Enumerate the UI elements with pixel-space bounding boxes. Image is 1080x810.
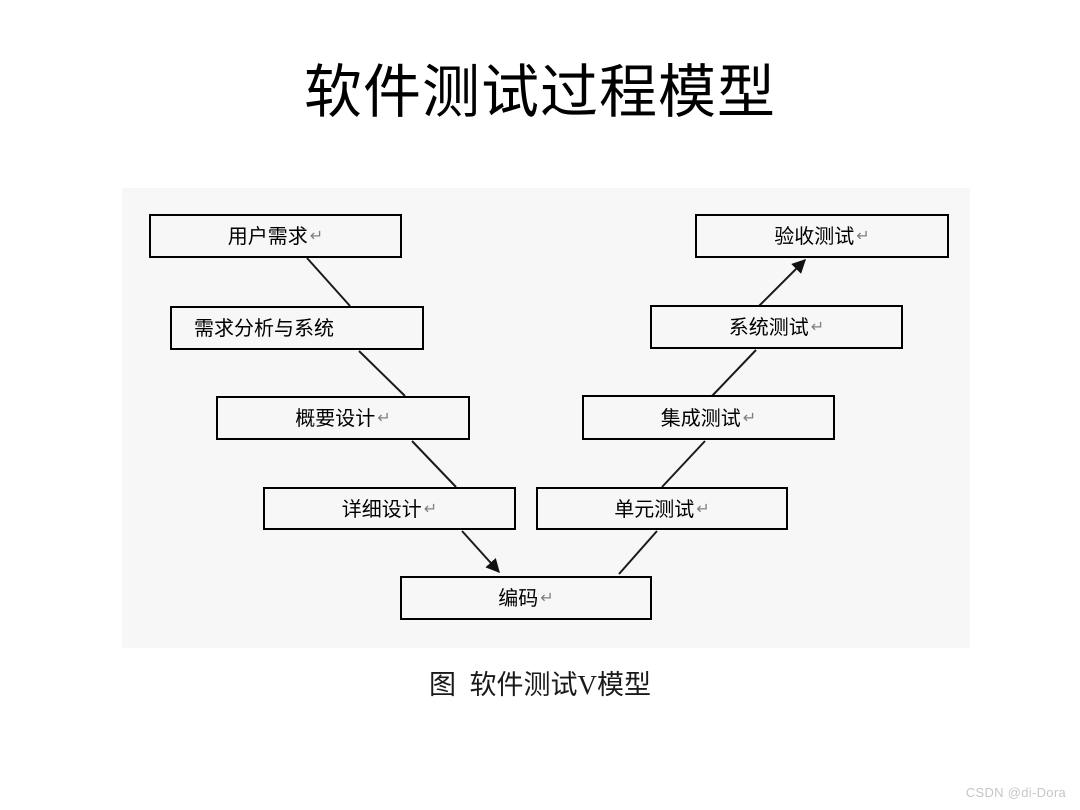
box-label-detailed-design: 详细设计 (341, 496, 422, 521)
connector-user-requirements-to-requirements-analysis (306, 257, 351, 307)
diagram-box-system-testing[interactable]: 系统测试↵ (650, 305, 903, 349)
connector-unit-testing-to-integration-testing (661, 440, 706, 488)
connector-lines-layer (306, 257, 806, 575)
box-label-requirements-analysis: 需求分析与系统 (194, 316, 334, 340)
box-label-unit-testing: 单元测试 (614, 496, 695, 521)
diagram-box-detailed-design[interactable]: 详细设计↵ (263, 487, 516, 530)
diagram-box-outline-design[interactable]: 概要设计↵ (216, 396, 470, 440)
diagram-box-requirements-analysis[interactable]: 需求分析与系统 (170, 306, 424, 350)
figure-caption: 图 软件测试V模型 (429, 670, 651, 700)
connector-detailed-design-to-coding (461, 530, 500, 574)
box-label-integration-testing: 集成测试 (660, 405, 741, 430)
connector-outline-design-to-detailed-design (411, 440, 457, 488)
paragraph-mark-icon: ↵ (377, 408, 391, 427)
diagram-box-coding[interactable]: 编码↵ (400, 576, 652, 620)
diagram-box-user-requirements[interactable]: 用户需求↵ (149, 214, 402, 258)
diagram-box-unit-testing[interactable]: 单元测试↵ (536, 487, 788, 530)
connector-requirements-analysis-to-outline-design (358, 350, 406, 397)
paragraph-mark-icon: ↵ (742, 407, 757, 427)
connector-integration-testing-to-system-testing (711, 349, 757, 397)
box-label-system-testing: 系统测试 (728, 315, 809, 339)
paragraph-mark-icon: ↵ (810, 317, 825, 336)
diagram-box-acceptance-testing[interactable]: 验收测试↵ (695, 214, 949, 258)
box-label-outline-design: 概要设计 (295, 406, 376, 430)
box-label-coding: 编码 (498, 586, 539, 610)
paragraph-mark-icon: ↵ (696, 498, 710, 518)
paragraph-mark-icon: ↵ (423, 498, 438, 518)
paragraph-mark-icon: ↵ (856, 226, 870, 245)
figure-panel: 用户需求↵ 需求分析与系统 概要设计↵ 详细设计↵ 编码↵ 单元测试↵ 集成测试… (122, 188, 970, 648)
box-label-user-requirements: 用户需求 (227, 224, 308, 248)
connector-system-testing-to-acceptance-testing (758, 259, 806, 307)
page-title: 软件测试过程模型 (303, 60, 776, 125)
diagram-box-integration-testing[interactable]: 集成测试↵ (582, 395, 835, 440)
watermark: CSDN @di-Dora (965, 785, 1066, 800)
paragraph-mark-icon: ↵ (309, 226, 324, 245)
box-label-acceptance-testing: 验收测试 (774, 224, 855, 248)
paragraph-mark-icon: ↵ (540, 588, 554, 607)
connector-coding-to-unit-testing (618, 530, 658, 575)
